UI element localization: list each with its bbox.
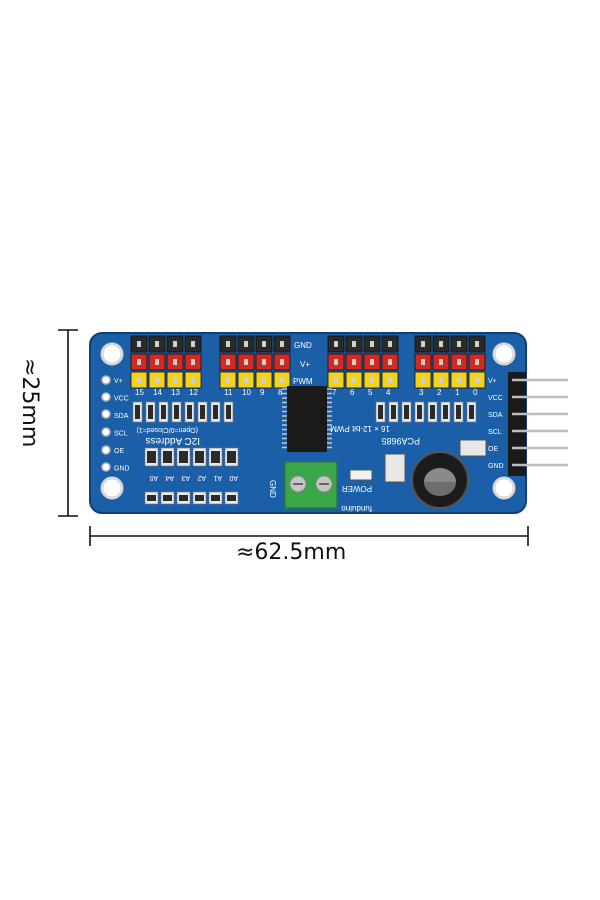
- terminal-gnd-label: GND: [268, 480, 277, 498]
- header-group: 7 6 5 4: [327, 335, 399, 397]
- header-label-pwm: PWM: [293, 377, 313, 386]
- height-measurement: ≈25mm: [17, 358, 42, 448]
- smd-components: [132, 401, 487, 505]
- brand-label: funduino: [341, 504, 372, 513]
- right-pin-label: GND: [488, 463, 504, 470]
- mounting-holes: [100, 342, 516, 500]
- channel-number: 13: [171, 388, 180, 397]
- channel-number: 15: [135, 388, 144, 397]
- header-group: 11 10 9 8: [219, 335, 291, 397]
- address-subtitle: (Open=0/Closed=1): [137, 426, 198, 433]
- address-title: I2C Address: [146, 435, 200, 446]
- left-pin-label: OE: [114, 448, 124, 455]
- pca9685-chip: [282, 386, 332, 452]
- address-pin-label: A0: [229, 474, 238, 481]
- electrolytic-capacitor: [411, 451, 469, 509]
- address-pin-label: A1: [213, 474, 222, 481]
- address-pin-label: A2: [197, 474, 206, 481]
- channel-number: 12: [189, 388, 198, 397]
- smd-resistor: [459, 439, 487, 457]
- address-pin-label: A4: [165, 474, 174, 481]
- width-dimension: [89, 526, 529, 546]
- smd-resistor: [384, 453, 406, 483]
- channel-number: 5: [368, 388, 373, 397]
- header-label-vplus: V+: [300, 360, 310, 369]
- channel-number: 2: [437, 388, 442, 397]
- channel-number: 4: [386, 388, 391, 397]
- address-pin-label: A5: [149, 474, 158, 481]
- channel-number: 10: [242, 388, 251, 397]
- channel-number: 3: [419, 388, 424, 397]
- address-pin-label: A3: [181, 474, 190, 481]
- channel-number: 6: [350, 388, 355, 397]
- channel-number: 9: [260, 388, 265, 397]
- right-pin-label: SCL: [488, 429, 502, 436]
- right-pin-label: SDA: [488, 412, 503, 419]
- chip-label: PCA9685: [381, 436, 420, 446]
- header-group: 3 2 1 0: [414, 335, 486, 397]
- power-led: [349, 469, 373, 481]
- power-terminal-block: [284, 461, 338, 509]
- header-label-gnd: GND: [294, 341, 312, 350]
- channel-number: 11: [224, 388, 233, 397]
- channel-number: 8: [278, 388, 283, 397]
- height-dimension: [58, 329, 78, 517]
- channel-number: 1: [455, 388, 460, 397]
- right-pin-label: VCC: [488, 395, 503, 402]
- channel-number: 0: [473, 388, 478, 397]
- channel-number: 7: [332, 388, 337, 397]
- width-measurement: ≈62.5mm: [236, 540, 347, 565]
- left-pin-label: GND: [114, 466, 130, 473]
- power-label: POWER: [342, 484, 372, 493]
- right-pin-label: V+: [488, 378, 497, 385]
- channel-number: 14: [153, 388, 162, 397]
- left-pin-label: VCC: [114, 396, 129, 403]
- right-angle-header: [508, 372, 568, 476]
- chip-subtitle: 16 × 12-bit PWM: [330, 424, 390, 433]
- left-pin-label: SDA: [114, 413, 129, 420]
- header-group: 15 14 13 12: [130, 335, 202, 397]
- left-pin-label: V+: [114, 378, 123, 385]
- right-pin-label: OE: [488, 446, 498, 453]
- left-pin-pads: [101, 375, 111, 472]
- left-pin-label: SCL: [114, 431, 128, 438]
